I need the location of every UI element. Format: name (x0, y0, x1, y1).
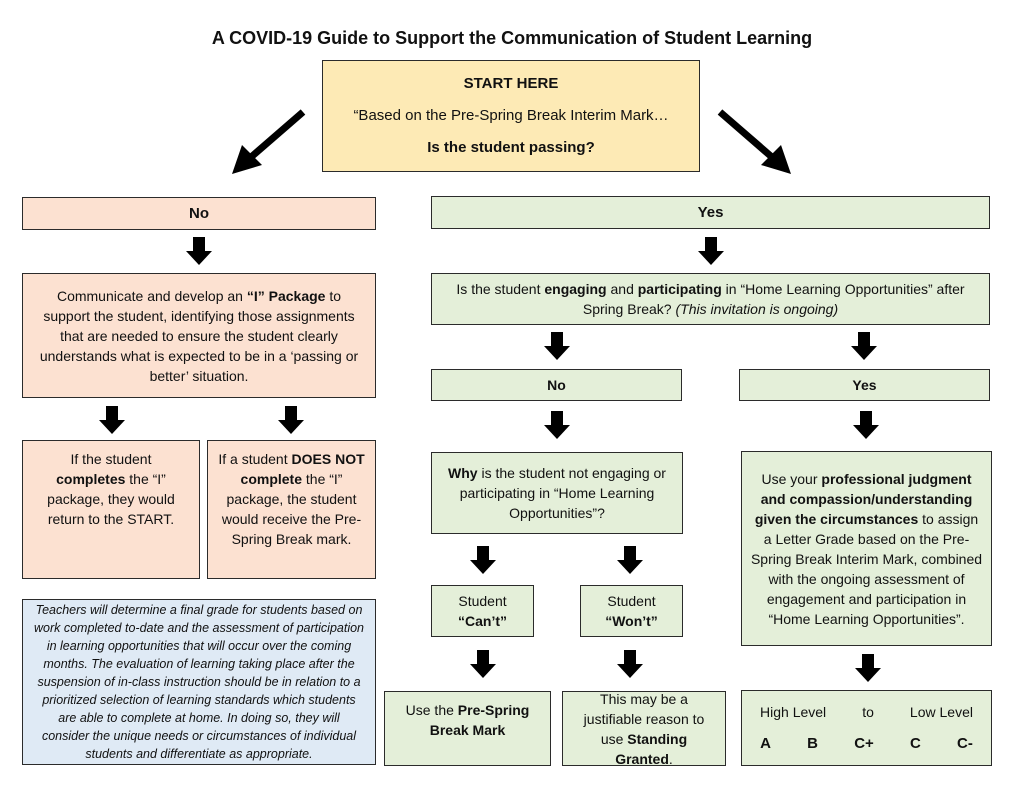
engaging-yes-label: Yes (852, 377, 877, 393)
bold-text: engaging (544, 281, 607, 297)
text: Use your (761, 470, 822, 487)
not-complete-box: If a student DOES NOT complete the “I” p… (207, 440, 376, 579)
arrow-down-right-icon (717, 109, 791, 174)
bold-text: “I” Package (246, 287, 326, 304)
bold-text: professional judgment and compassion/und… (754, 470, 973, 527)
judgment-box: Use your professional judgment and compa… (741, 451, 992, 646)
wont-line1: Student (607, 593, 656, 609)
bold-text: completes (56, 471, 126, 487)
grade-list: A B C+ C C- (742, 734, 991, 754)
cant-line1: Student (458, 593, 507, 609)
engaging-no-label: No (547, 377, 566, 393)
start-question: Is the student passing? (427, 139, 595, 156)
engaging-no-box: No (431, 369, 682, 401)
start-box: START HERE “Based on the Pre-Spring Brea… (322, 60, 700, 172)
yes-label: Yes (697, 203, 724, 221)
text: . (668, 750, 673, 767)
yes-header: Yes (431, 196, 990, 229)
text: in “Home Learning Opportunities” after S… (582, 281, 965, 317)
grade-c-minus: C- (957, 735, 973, 752)
teachers-note-text: Teachers will determine a final grade fo… (33, 603, 365, 761)
i-package-box: Communicate and develop an “I” Package t… (22, 273, 376, 398)
text: Communicate and develop an (56, 287, 247, 304)
text: If the student (70, 451, 152, 467)
to-label: to (862, 704, 874, 720)
grade-c-plus: C+ (854, 735, 874, 752)
cant-label: “Can’t” (458, 613, 507, 629)
cant-box: Student “Can’t” (431, 585, 534, 637)
grade-b: B (807, 735, 818, 752)
arrow-down-left-icon (232, 109, 306, 174)
no-header: No (22, 197, 376, 230)
text: and (606, 281, 638, 297)
page-title: A COVID-19 Guide to Support the Communic… (211, 28, 813, 48)
low-level-label: Low Level (909, 704, 973, 720)
text: the “I” package, the student would recei… (221, 471, 362, 547)
wont-result-text: This may be a justifiable reason to use … (571, 689, 717, 769)
text: Is the student (456, 281, 545, 297)
grade-scale-box: High Level to Low Level A B C+ C C- (741, 690, 992, 766)
text: to assign a Letter Grade based on the Pr… (750, 510, 983, 627)
completes-box: If the student completes the “I” package… (22, 440, 200, 579)
start-line: “Based on the Pre-Spring Break Interim M… (353, 107, 669, 124)
scale-labels: High Level to Low Level (742, 702, 991, 722)
bold-text: Standing Granted (615, 730, 688, 767)
text: is the student not engaging or participa… (459, 465, 666, 521)
high-level-label: High Level (760, 704, 827, 720)
bold-text: participating (637, 281, 722, 297)
text: Use the (405, 702, 458, 718)
bold-text: Why (448, 465, 478, 481)
completes-text: If the student completes the “I” package… (37, 449, 185, 529)
i-package-text: Communicate and develop an “I” Package t… (37, 286, 361, 386)
bold-text: DOES NOT complete (240, 451, 365, 487)
cant-result-text: Use the Pre-Spring Break Mark (397, 700, 538, 740)
text: This may be a justifiable reason to use (583, 690, 705, 747)
text: the “I” package, they would return to th… (47, 471, 175, 527)
grade-c: C (909, 735, 921, 752)
wont-result-box: This may be a justifiable reason to use … (562, 689, 726, 769)
cant-result-box: Use the Pre-Spring Break Mark (384, 691, 551, 766)
engaging-question-text: Is the student engaging and participatin… (442, 279, 979, 319)
text: to support the student, identifying thos… (39, 287, 359, 384)
start-heading: START HERE (463, 75, 559, 92)
bold-text: Pre-Spring Break Mark (429, 702, 530, 738)
italic-note: (This invitation is ongoing) (675, 301, 839, 317)
not-complete-text: If a student DOES NOT complete the “I” p… (218, 449, 365, 549)
why-box: Why is the student not engaging or parti… (431, 452, 683, 534)
wont-label: “Won’t” (605, 613, 658, 629)
no-label: No (189, 204, 209, 222)
grade-a: A (760, 735, 771, 752)
why-text: Why is the student not engaging or parti… (442, 463, 672, 523)
teachers-note-box: Teachers will determine a final grade fo… (22, 599, 376, 765)
judgment-text: Use your professional judgment and compa… (750, 469, 983, 629)
wont-box: Student “Won’t” (580, 585, 683, 637)
engaging-question-box: Is the student engaging and participatin… (431, 273, 990, 325)
engaging-yes-box: Yes (739, 369, 990, 401)
text: If a student (218, 451, 292, 467)
